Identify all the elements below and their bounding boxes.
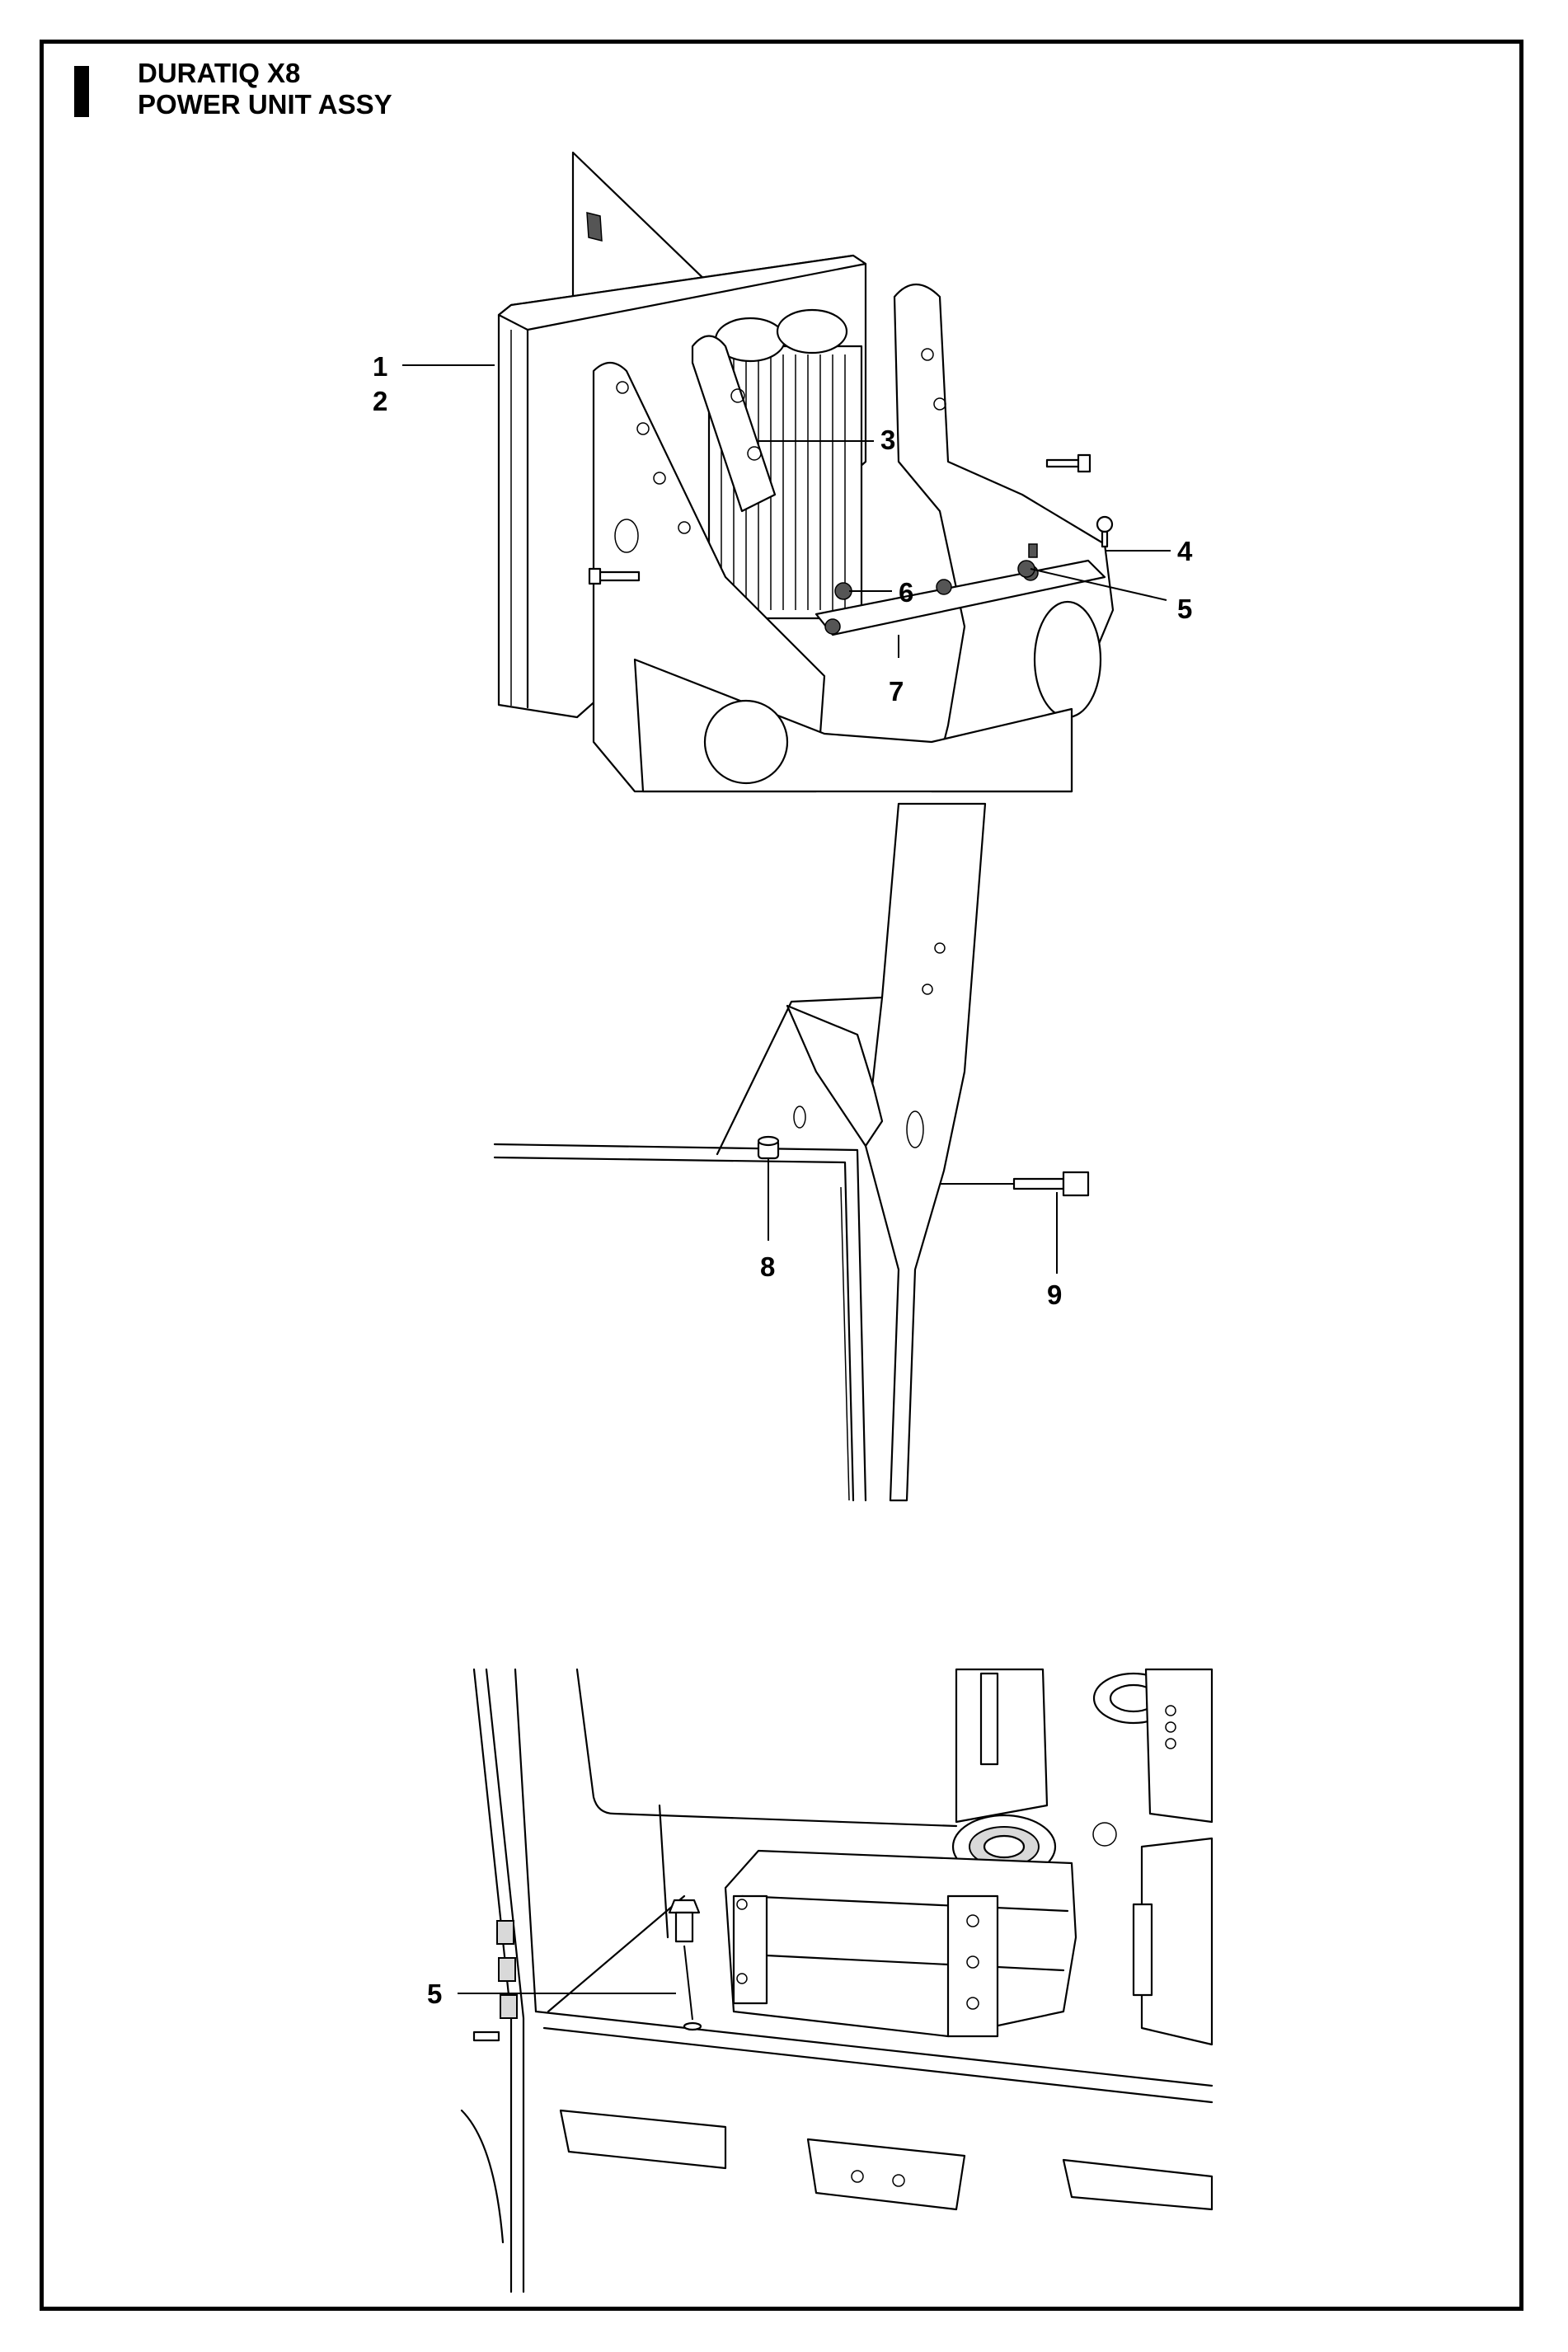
bolt-5-head (668, 1899, 701, 1914)
top-bolt (1045, 458, 1082, 468)
title-line-1: DURATIQ X8 (138, 58, 301, 88)
cabinet-top (497, 254, 867, 331)
page-frame (40, 40, 1523, 2311)
terminal-block (1144, 1668, 1214, 1824)
diagram-title: DURATIQ X8 POWER UNIT ASSY (138, 58, 392, 120)
screw-4 (1028, 543, 1038, 558)
washer-5 (1017, 560, 1035, 578)
control-module (724, 1849, 1077, 2038)
callout-7: 7 (889, 676, 904, 707)
base-slot-left (559, 2109, 727, 2170)
top-view-assembly (402, 151, 1171, 793)
bolt-9 (1012, 1177, 1065, 1190)
panel-hinge (586, 212, 603, 242)
bolt-5 (674, 1911, 694, 1943)
bottom-view-assembly (458, 1668, 1214, 2293)
callout-5: 5 (1177, 594, 1192, 624)
title-line-2: POWER UNIT ASSY (138, 89, 392, 120)
callout-9: 9 (1047, 1279, 1062, 1310)
frame-beam (864, 802, 987, 1502)
callout-8: 8 (760, 1251, 775, 1282)
center-bracket (691, 335, 777, 513)
callout-4: 4 (1177, 536, 1193, 566)
beam-gusset (786, 1004, 884, 1148)
base-slot-right (1062, 2158, 1214, 2211)
module-clamp (946, 1894, 999, 2038)
right-wheel-hub (1033, 600, 1102, 719)
callout-1: 1 (373, 351, 387, 382)
middle-view-assembly (493, 802, 1090, 1502)
cooling-fan-right (776, 308, 848, 354)
left-wheel-hub (703, 699, 789, 785)
upper-enclosure (955, 1668, 1049, 1824)
base-bracket (806, 2138, 966, 2211)
callout-3: 3 (880, 425, 895, 455)
callout-2: 2 (373, 386, 387, 416)
door-hinge (496, 1920, 514, 1945)
section-marker (74, 66, 89, 117)
side-bolt (596, 570, 641, 582)
callout-5-bottom: 5 (427, 1979, 442, 2009)
callout-6: 6 (899, 577, 913, 608)
